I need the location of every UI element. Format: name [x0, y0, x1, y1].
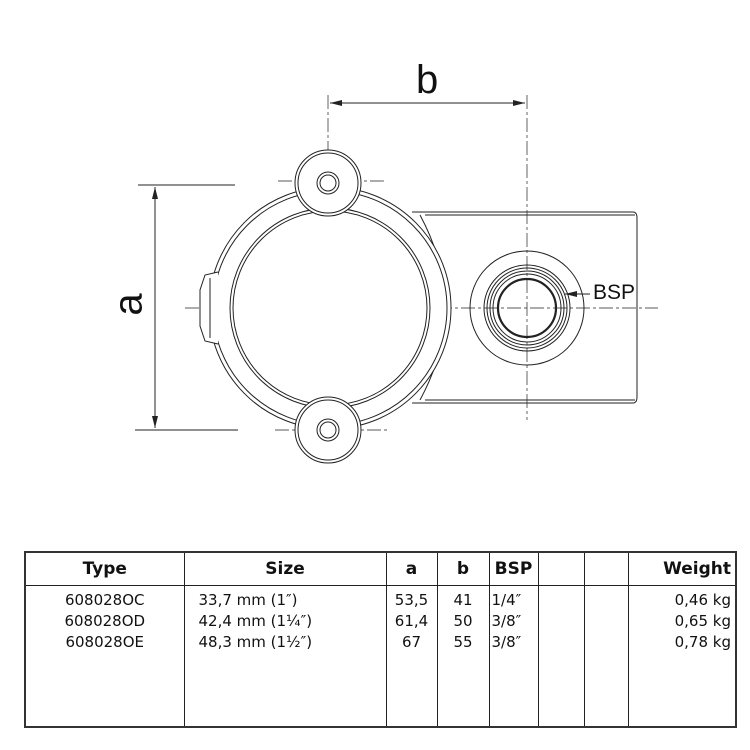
cell-size: 33,7 mm (1″): [198, 591, 298, 609]
clamp-ring: [199, 186, 452, 430]
bsp-hole: [469, 250, 585, 366]
cell-type: 608028OD: [64, 612, 146, 630]
header-type: Type: [24, 552, 185, 586]
technical-drawing: [135, 95, 658, 464]
header-weight: Weight: [627, 552, 737, 586]
dimension-a-label: a: [106, 293, 151, 316]
cell-bsp: 3/8″: [491, 612, 522, 630]
cell-size: 42,4 mm (1¼″): [198, 612, 313, 630]
header-empty-2: [583, 552, 629, 586]
table-body: 608028OC 608028OD 608028OE 33,7 mm (1″) 42,…: [24, 585, 737, 727]
cell-a: 61,4: [394, 612, 429, 630]
cell-type: 608028OE: [65, 633, 145, 651]
ear-top: [294, 149, 362, 217]
cell-bsp: 3/8″: [491, 633, 522, 651]
cell-a: 67: [401, 633, 422, 651]
cell-empty: [583, 585, 629, 727]
cell-size: 48,3 mm (1½″): [198, 633, 313, 651]
bsp-label: BSP: [593, 281, 636, 304]
header-bsp: BSP: [488, 552, 539, 586]
header-size: Size: [183, 552, 387, 586]
cell-a: 53,5: [394, 591, 429, 609]
cell-weight: 0,46 kg: [674, 591, 731, 609]
cell-type: 608028OC: [64, 591, 145, 609]
cell-b: 55: [453, 633, 473, 651]
cell-empty: [537, 585, 585, 727]
header-b: b: [436, 552, 490, 586]
cell-weight: 0,65 kg: [674, 612, 731, 630]
ear-bottom: [294, 396, 362, 464]
cell-weight: 0,78 kg: [674, 633, 731, 651]
cell-b: 41: [453, 591, 473, 609]
cell-bsp: 1/4″: [491, 591, 522, 609]
header-empty-1: [537, 552, 585, 586]
header-a: a: [385, 552, 438, 586]
cell-b: 50: [453, 612, 473, 630]
table-header-row: Type Size a b BSP Weight: [24, 552, 737, 586]
dimension-b-label: b: [416, 58, 439, 102]
